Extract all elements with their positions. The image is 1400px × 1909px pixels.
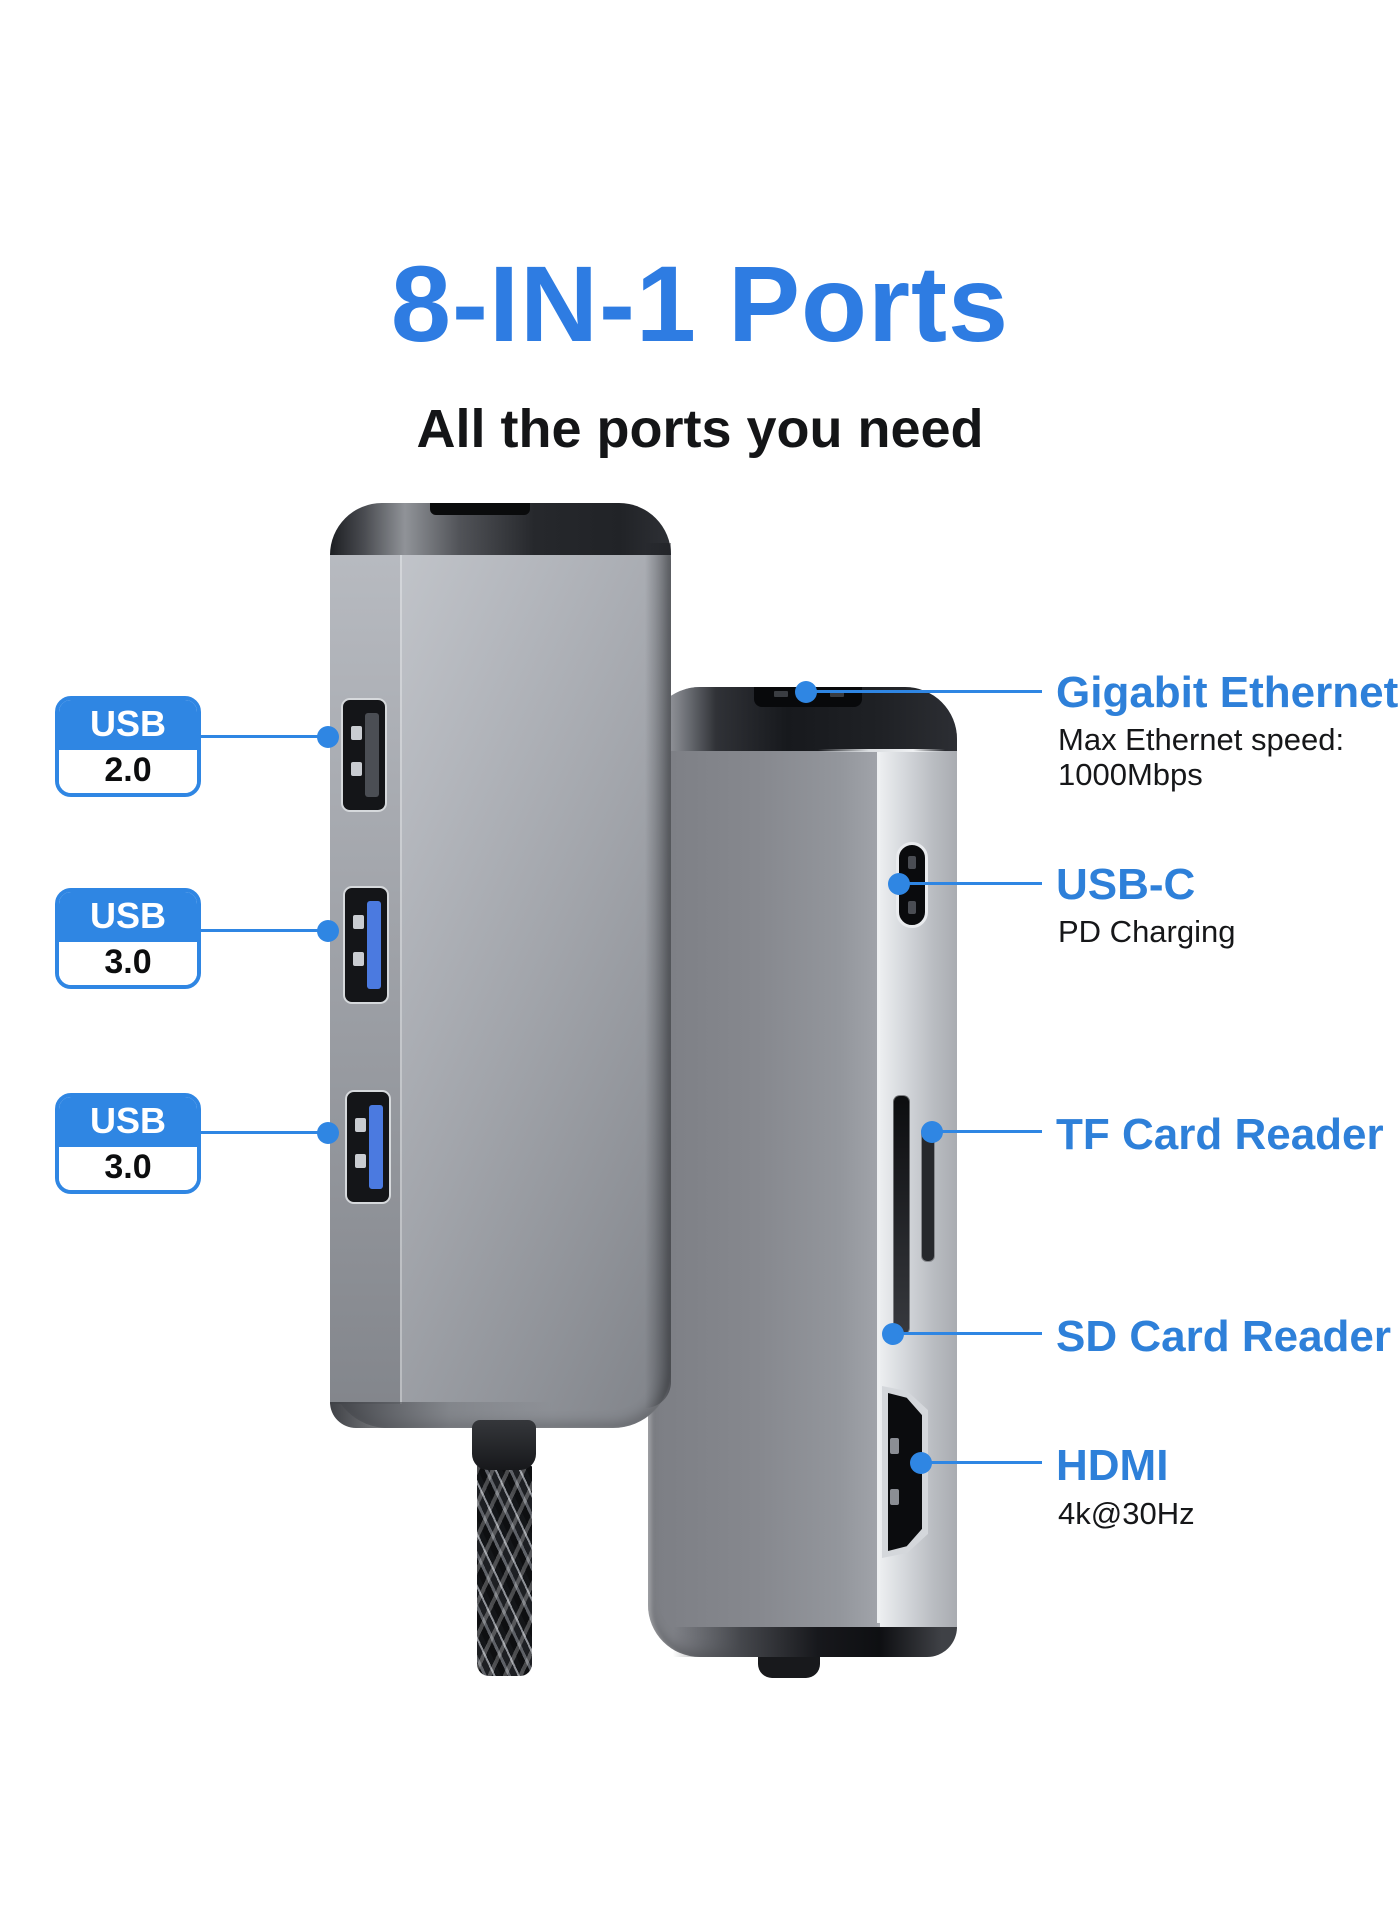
callout-line-usb-c	[908, 882, 1042, 885]
usb-3-port-icon	[343, 886, 389, 1004]
hdmi-contact	[890, 1437, 899, 1454]
usb-pin	[353, 915, 364, 930]
callout-dot-hdmi	[910, 1452, 932, 1474]
cable-connector	[472, 1420, 536, 1470]
callout-usb-3-0-b-version: 3.0	[59, 1147, 197, 1190]
page-title: 8-IN-1 Ports	[390, 243, 1010, 364]
hub-front-shadow-edge	[645, 543, 671, 1408]
usb-3-tongue	[367, 901, 381, 989]
ethernet-pin	[830, 691, 844, 697]
callout-dot-usb-c	[888, 873, 910, 895]
callout-usb-3-0-b: USB 3.0	[55, 1093, 201, 1194]
callout-usb-c-heading: USB-C	[1056, 860, 1196, 909]
hub-back-edge-highlight	[877, 747, 880, 1623]
usb-2-port-icon	[341, 698, 387, 812]
usb-2-tongue	[365, 713, 379, 797]
callout-ethernet-sub2: 1000Mbps	[1058, 757, 1203, 792]
hub-front-device	[330, 503, 671, 1428]
callout-ethernet-heading: Gigabit Ethernet	[1056, 668, 1399, 717]
usb-pin	[351, 726, 362, 741]
callout-tf-heading: TF Card Reader	[1056, 1110, 1384, 1159]
usb-c-pin	[908, 901, 916, 914]
hub-back-bottom-face	[648, 1627, 957, 1657]
callout-dot-usb-3-0-b	[317, 1122, 339, 1144]
usb-pin	[355, 1153, 366, 1168]
callout-line-usb-3-0-a	[197, 929, 327, 932]
callout-dot-usb-2-0	[317, 726, 339, 748]
callout-usb-3-0-b-label: USB	[59, 1097, 197, 1147]
callout-line-sd	[902, 1332, 1042, 1335]
callout-dot-usb-3-0-a	[317, 920, 339, 942]
sd-card-slot-icon	[893, 1095, 910, 1335]
tf-card-slot-icon	[921, 1126, 935, 1262]
callout-usb-2-0-label: USB	[59, 700, 197, 750]
callout-hdmi-sub1: 4k@30Hz	[1058, 1496, 1195, 1531]
page-subtitle: All the ports you need	[416, 399, 984, 459]
callout-ethernet-sub1: Max Ethernet speed:	[1058, 722, 1345, 757]
hub-back-top-rim	[817, 749, 945, 752]
usb-c-pin	[908, 856, 916, 869]
callout-usb-c-sub1: PD Charging	[1058, 914, 1236, 949]
usb-pin	[355, 1118, 366, 1133]
callout-dot-sd	[882, 1323, 904, 1345]
usb-3-tongue	[369, 1105, 383, 1189]
callout-dot-ethernet	[795, 681, 817, 703]
callout-usb-3-0-a-label: USB	[59, 892, 197, 942]
callout-line-tf	[941, 1130, 1042, 1133]
callout-line-usb-3-0-b	[197, 1131, 327, 1134]
callout-usb-2-0: USB 2.0	[55, 696, 201, 797]
hub-front-top-port	[430, 503, 530, 515]
callout-usb-2-0-version: 2.0	[59, 750, 197, 793]
callout-usb-3-0-a-version: 3.0	[59, 942, 197, 985]
callout-line-usb-2-0	[197, 735, 327, 738]
callout-sd-heading: SD Card Reader	[1056, 1312, 1392, 1361]
callout-line-ethernet	[816, 690, 1042, 693]
ethernet-pin	[774, 691, 788, 697]
usb-pin	[351, 761, 362, 776]
hdmi-contact	[890, 1489, 899, 1506]
braided-cable	[477, 1466, 532, 1676]
callout-line-hdmi	[930, 1461, 1042, 1464]
callout-dot-tf	[921, 1121, 943, 1143]
usb-pin	[353, 951, 364, 966]
usb-3-port-icon	[345, 1090, 391, 1204]
callout-usb-3-0-a: USB 3.0	[55, 888, 201, 989]
callout-hdmi-heading: HDMI	[1056, 1441, 1169, 1490]
